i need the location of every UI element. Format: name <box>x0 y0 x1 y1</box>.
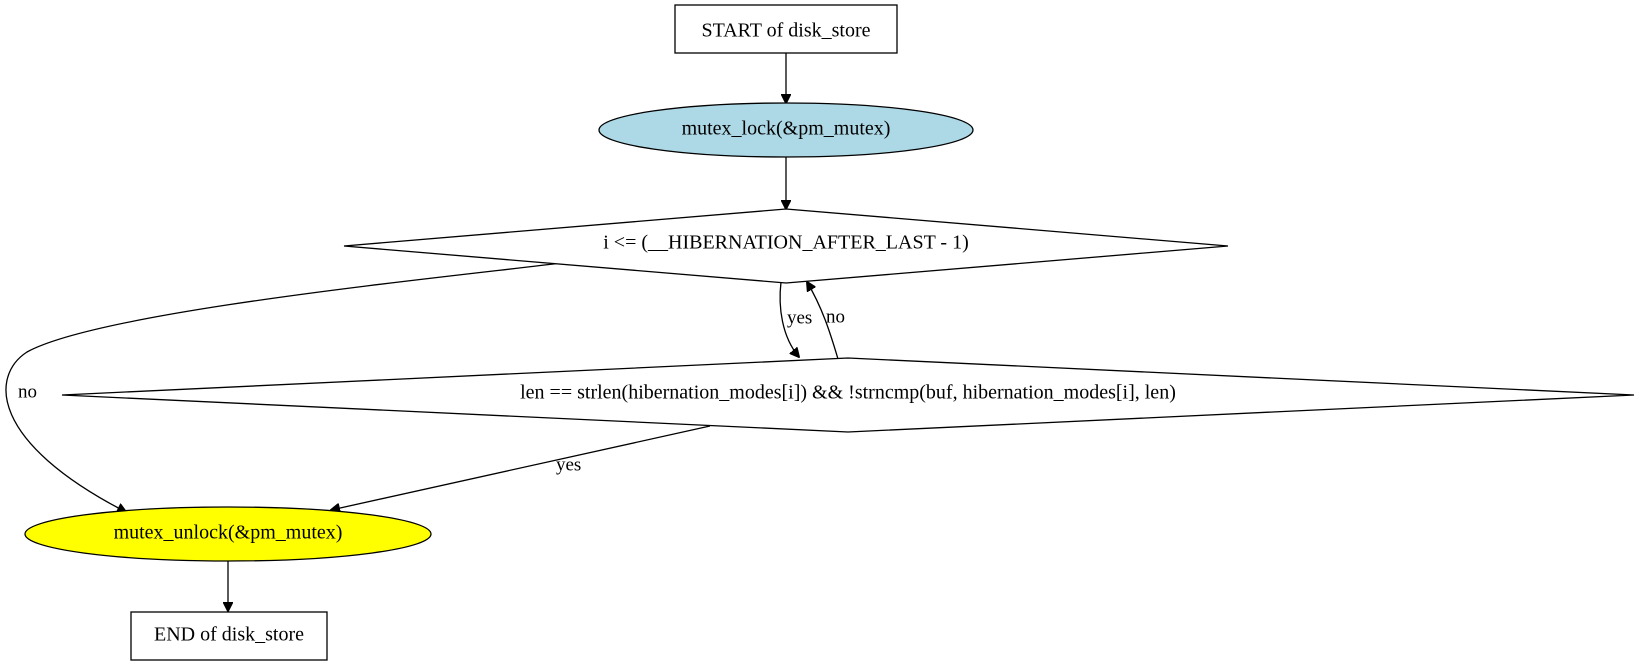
start-node: START of disk_store <box>674 4 898 54</box>
edge-match-condition-to-loop-condition <box>807 282 839 360</box>
edge-label-loop-to-unlock: no <box>18 381 37 402</box>
edge-loop-condition-to-unlock <box>5 262 563 512</box>
end-node: END of disk_store <box>130 611 328 661</box>
mutex-unlock-ellipse <box>24 506 432 562</box>
start-node-label: START of disk_store <box>701 20 870 42</box>
edge-label-loop-to-match: yes <box>787 307 812 328</box>
edge-label-match-to-unlock: yes <box>556 454 581 475</box>
mutex-lock-node: mutex_lock(&pm_mutex) <box>598 102 974 158</box>
edge-labels-group: yes no no yes <box>18 306 845 475</box>
match-condition-label: len == strlen(hibernation_modes[i]) && !… <box>520 382 1176 404</box>
loop-condition-node: i <= (__HIBERNATION_AFTER_LAST - 1) <box>343 208 1229 284</box>
edge-label-match-to-loop: no <box>826 306 845 327</box>
mutex-lock-ellipse <box>598 102 974 158</box>
edges-group <box>5 53 839 611</box>
edge-match-condition-to-unlock <box>331 425 711 510</box>
start-node-box <box>674 4 898 54</box>
end-node-box <box>130 611 328 661</box>
loop-condition-diamond <box>343 208 1229 284</box>
edge-loop-condition-to-match-condition <box>779 281 799 357</box>
end-node-label: END of disk_store <box>154 624 304 646</box>
match-condition-diamond <box>61 357 1635 433</box>
nodes-group: START of disk_store mutex_lock(&pm_mutex… <box>24 4 1635 661</box>
mutex-unlock-node: mutex_unlock(&pm_mutex) <box>24 506 432 562</box>
loop-condition-label: i <= (__HIBERNATION_AFTER_LAST - 1) <box>603 232 969 254</box>
mutex-unlock-label: mutex_unlock(&pm_mutex) <box>114 522 343 544</box>
match-condition-node: len == strlen(hibernation_modes[i]) && !… <box>61 357 1635 433</box>
mutex-lock-label: mutex_lock(&pm_mutex) <box>682 118 891 140</box>
